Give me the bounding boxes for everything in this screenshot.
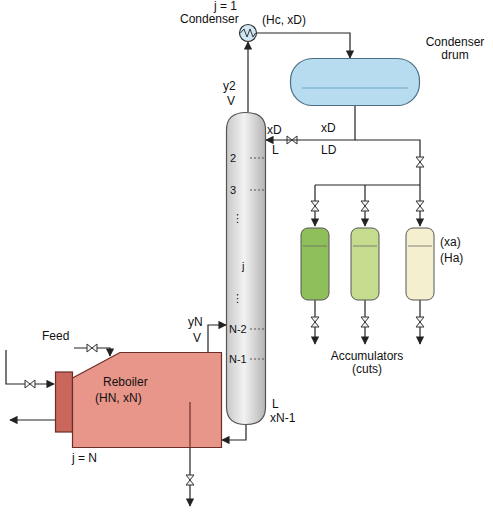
reboiler-shell [73, 353, 222, 448]
tray-number: ⋮ [232, 212, 243, 225]
condenser-drum: Condenser drum [290, 58, 420, 106]
accumulator-vessel [301, 228, 329, 300]
heat-exchanger-coil [241, 29, 256, 37]
stream-label: (Ha) [440, 252, 463, 265]
node-label: Reboiler [103, 376, 148, 389]
stream-label: (Hc, xD) [262, 14, 306, 27]
valves [25, 136, 424, 485]
tray-number: j [242, 260, 244, 273]
process-stream [257, 33, 350, 58]
process-stream [222, 425, 246, 440]
tray-line [250, 359, 264, 360]
accumulator-vessel [406, 228, 434, 300]
valve-symbol [361, 317, 369, 327]
valve-symbol [361, 201, 369, 211]
tray-line [250, 158, 264, 159]
stream-label: LD [321, 144, 336, 157]
valve-symbol [186, 475, 194, 485]
valve-symbol [25, 380, 35, 388]
node-label: (HN, xN) [95, 392, 142, 405]
stream-label: V [193, 332, 201, 345]
stream-label: y2 [223, 80, 236, 93]
distillate-line [355, 140, 420, 185]
valve-symbol [416, 201, 424, 211]
stream-label: (xa) [440, 236, 461, 249]
stream-label: j = 1 [214, 0, 237, 13]
liquid-level [302, 88, 408, 89]
accumulator-vessels [301, 228, 434, 300]
feed-line [74, 348, 110, 356]
distillate-manifold [315, 184, 420, 185]
heating-inlet [6, 350, 54, 384]
process-stream [247, 42, 248, 112]
node-label: Condenser [180, 13, 239, 26]
column-shell [227, 113, 266, 425]
condenser-outline [239, 24, 257, 42]
node-label: Condenser drum [424, 36, 486, 62]
valve-symbol [416, 317, 424, 327]
stream-label: Accumulators (cuts) [322, 350, 412, 376]
valve-symbol [87, 344, 97, 352]
stream-label: yN [188, 316, 203, 329]
reboiler: Reboiler (HN, xN) [55, 352, 222, 448]
tray-number: 3 [230, 184, 236, 197]
distillation-column: 2 3 ⋮ j ⋮ N-2N-1 [226, 112, 266, 425]
reboiler-weir [189, 402, 190, 448]
tray-number: ⋮ [232, 292, 243, 305]
process-lines [6, 140, 420, 506]
tray-number: 2 [230, 152, 236, 165]
stream-label: L [272, 398, 279, 411]
stream-label: xD [267, 124, 282, 137]
condenser: Condenser [239, 24, 257, 42]
condenser-symbol [240, 25, 257, 42]
valve-symbol [416, 157, 424, 167]
reboiler-head [56, 372, 73, 432]
process-stream [208, 325, 226, 352]
tray-number: N-2 [229, 323, 247, 336]
accumulator-vessel [351, 228, 379, 300]
stream-label: V [227, 95, 235, 108]
valve-symbol [311, 317, 319, 327]
heating-outlet [10, 419, 55, 420]
process-stream [266, 106, 355, 140]
tray-line [250, 190, 264, 191]
valve-symbol [311, 201, 319, 211]
liquid-level [303, 246, 432, 247]
condenser-drum-outline [290, 58, 420, 106]
stream-label: L [272, 144, 279, 157]
stream-label: xN-1 [270, 412, 295, 425]
stream-label: xD [321, 122, 336, 135]
tray-line [250, 329, 264, 330]
drum-vessel [291, 59, 420, 106]
stream-label: j = N [72, 452, 97, 465]
tray-number: N-1 [229, 353, 247, 366]
stream-label: Feed [42, 330, 69, 343]
